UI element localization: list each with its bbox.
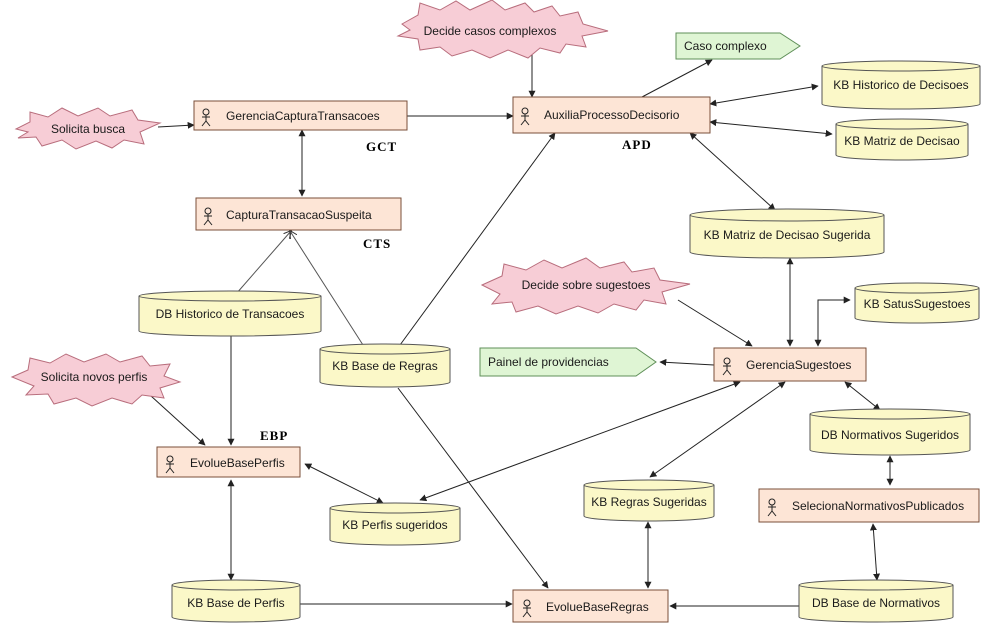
event-decide-sugestoes: Decide sobre sugestoes (480, 257, 691, 315)
edge-apd-caso (641, 59, 713, 98)
db-label: KB Matriz de Decisao Sugerida (704, 228, 871, 242)
db-kb-perfis-sugeridos[interactable]: KB Perfis sugeridos (329, 502, 461, 546)
event-solicita-busca: Solicita busca (14, 107, 162, 150)
agent-ebp-label: EvolueBasePerfis (190, 456, 285, 470)
edge-gs-regrassug (649, 381, 786, 478)
output-painel-label: Painel de providencias (488, 355, 609, 369)
edge-gs-normsug (844, 381, 881, 411)
agent-ebr[interactable]: EvolueBaseRegras (512, 589, 669, 623)
db-label: KB Base de Regras (332, 359, 437, 373)
agent-gct-label: GerenciaCapturaTransacoes (226, 109, 380, 123)
agent-gs-label: GerenciaSugestoes (746, 358, 851, 372)
agent-apd[interactable]: AuxiliaProcessoDecisorio (512, 96, 711, 134)
abbrev-ebp: EBP (260, 428, 288, 443)
db-label: KB Base de Perfis (187, 596, 284, 610)
db-historico-transacoes[interactable]: DB Historico de Transacoes (138, 290, 322, 337)
agent-gs[interactable]: GerenciaSugestoes (713, 347, 867, 382)
event-solicita-perfis: Solicita novos perfis (10, 353, 182, 407)
abbrev-apd: APD (622, 137, 652, 152)
db-label: KB Perfis sugeridos (342, 518, 447, 532)
event-decide-casos-label: Decide casos complexos (424, 24, 557, 38)
edge-ebp-perfissug (304, 463, 384, 504)
event-decide-casos: Decide casos complexos (396, 0, 609, 59)
agent-cts-label: CapturaTransacaoSuspeita (226, 208, 372, 222)
db-label: DB Normativos Sugeridos (821, 428, 959, 442)
edge-gs-painel (659, 358, 715, 366)
db-label: DB Historico de Transacoes (156, 307, 305, 321)
edge-kbregras-cts (290, 231, 364, 346)
event-decide-sugestoes-label: Decide sobre sugestoes (522, 278, 651, 292)
edge-gs-status (814, 296, 851, 347)
agent-gct[interactable]: GerenciaCapturaTransacoes (193, 100, 408, 131)
edge-decidesug-gs (677, 299, 753, 347)
db-label: KB Historico de Decisoes (833, 78, 968, 92)
edge-gs-perfissug (419, 380, 741, 502)
edges (139, 44, 894, 610)
agent-snp[interactable]: SelecionaNormativosPublicados (758, 488, 980, 523)
event-solicita-busca-label: Solicita busca (51, 122, 125, 136)
edge-apd-kbhist (709, 83, 819, 107)
agent-ebr-label: EvolueBaseRegras (546, 600, 649, 614)
abbrev-gct: GCT (366, 139, 397, 154)
edge-apd-matrizsug (689, 132, 776, 211)
event-solicita-perfis-label: Solicita novos perfis (41, 370, 148, 384)
db-kb-base-regras[interactable]: KB Base de Regras (319, 343, 451, 388)
output-painel: Painel de providencias (479, 347, 657, 377)
edge-busca-gct (157, 121, 195, 129)
db-kb-base-perfis[interactable]: KB Base de Perfis (171, 579, 301, 623)
agent-snp-label: SelecionaNormativosPublicados (792, 499, 964, 513)
db-base-normativos[interactable]: DB Base de Normativos (798, 579, 954, 623)
agent-ebp[interactable]: EvolueBasePerfis (156, 446, 301, 478)
db-label: DB Base de Normativos (812, 596, 940, 610)
db-label: KB SatusSugestoes (864, 297, 971, 311)
output-caso-complexo: Caso complexo (675, 32, 801, 60)
output-caso-complexo-label: Caso complexo (684, 39, 767, 53)
agent-apd-label: AuxiliaProcessoDecisorio (544, 108, 680, 122)
edge-kbregras-apd (399, 132, 556, 346)
db-kb-historico-decisoes[interactable]: KB Historico de Decisoes (821, 60, 981, 110)
abbrev-cts: CTS (363, 236, 391, 251)
agent-cts[interactable]: CapturaTransacaoSuspeita (195, 197, 402, 231)
db-kb-regras-sugeridas[interactable]: KB Regras Sugeridas (583, 479, 715, 522)
edge-dbhist-cts (235, 231, 291, 295)
db-label: KB Regras Sugeridas (591, 495, 706, 509)
edge-kbregras-ebr (397, 387, 549, 589)
db-kb-matriz-decisao[interactable]: KB Matriz de Decisao (835, 118, 969, 161)
db-normativos-sugeridos[interactable]: DB Normativos Sugeridos (809, 408, 971, 456)
db-kb-status-sugestoes[interactable]: KB SatusSugestoes (854, 282, 980, 324)
db-kb-matriz-sugerida[interactable]: KB Matriz de Decisao Sugerida (689, 208, 885, 259)
db-label: KB Matriz de Decisao (844, 134, 960, 148)
edge-apd-kbmatriz (709, 119, 833, 137)
edge-snp-dbnorm (869, 523, 881, 581)
